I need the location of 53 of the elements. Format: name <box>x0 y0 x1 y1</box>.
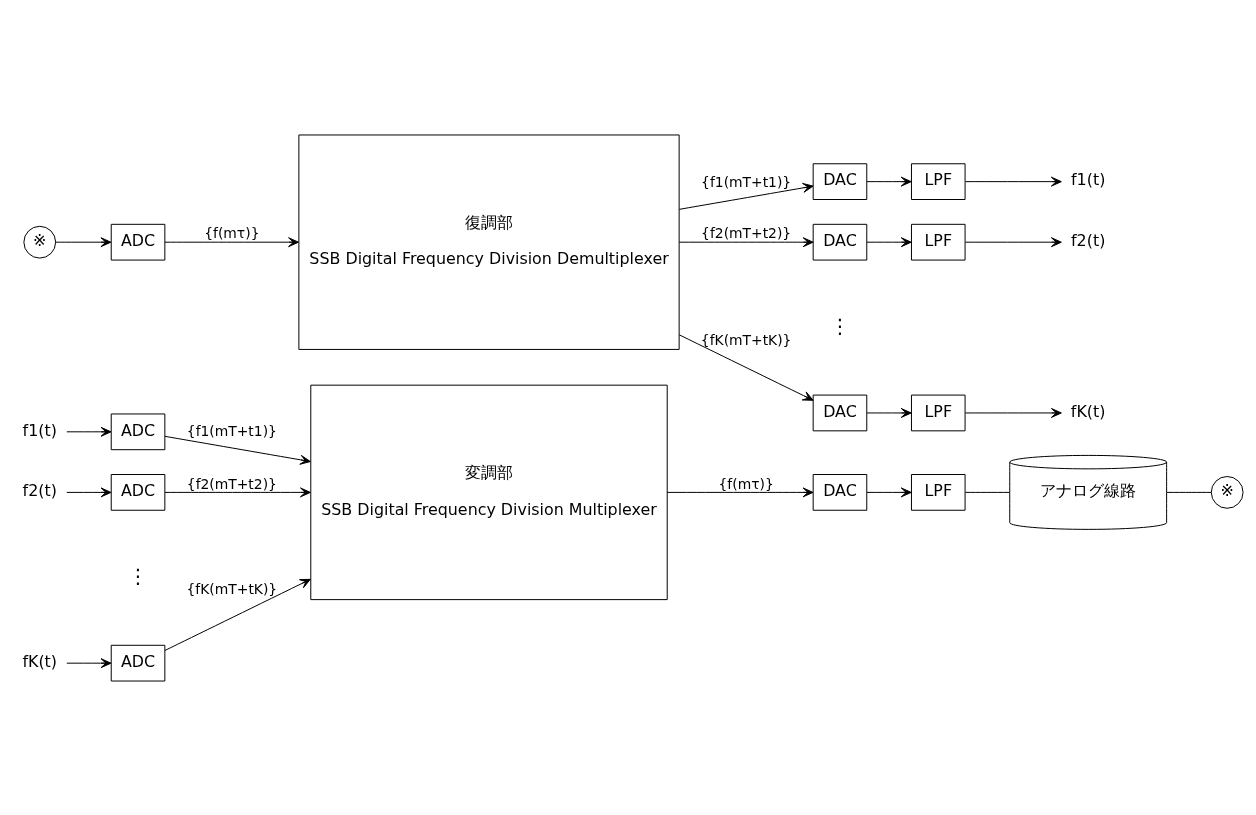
arrow <box>866 407 912 418</box>
edge-label: {f1(mT+t1)} <box>186 422 277 439</box>
arrow <box>866 176 912 187</box>
arrow <box>678 236 814 247</box>
arrow <box>164 435 311 465</box>
arrow <box>164 236 299 247</box>
edge-label: {f2(mT+t2)} <box>701 224 792 241</box>
arrow <box>66 426 112 437</box>
arrow <box>66 657 112 668</box>
node-circle: ※ <box>23 225 57 259</box>
node-box: DAC <box>812 223 868 261</box>
arrow <box>164 486 311 497</box>
node-box: LPF <box>910 223 966 261</box>
node-text: f2(t) <box>22 480 57 500</box>
node-box: LPF <box>910 473 966 511</box>
arrow <box>66 486 112 497</box>
node-box: ADC <box>110 473 166 511</box>
arrow <box>678 333 814 401</box>
edge-label: {f(mτ)} <box>718 475 774 492</box>
node-text: f1(t) <box>22 420 57 440</box>
node-box: DAC <box>812 473 868 511</box>
edge-label: {f1(mT+t1)} <box>701 173 792 190</box>
edge-label: {f(mτ)} <box>204 224 260 241</box>
connector <box>964 491 1011 493</box>
arrow <box>866 236 912 247</box>
node-box: DAC <box>812 394 868 431</box>
node-box: DAC <box>812 162 868 200</box>
node-box: ADC <box>110 412 166 450</box>
arrow <box>964 407 1062 418</box>
node-circle: ※ <box>1210 475 1244 509</box>
arrow <box>964 176 1062 187</box>
node-box: 変調部 SSB Digital Frequency Division Multiplexer <box>310 384 668 600</box>
node-text: fK(t) <box>1070 401 1106 421</box>
arrow <box>678 182 814 210</box>
connector <box>1166 491 1212 493</box>
arrow <box>866 486 912 497</box>
node-box: 復調部 SSB Digital Frequency Division Demultiplexer <box>298 133 680 350</box>
label: ⋮ <box>830 314 850 338</box>
label: ⋮ <box>128 564 148 588</box>
node-box: LPF <box>910 162 966 200</box>
node-text: f1(t) <box>1071 169 1106 189</box>
edge-label: {f2(mT+t2)} <box>186 475 277 492</box>
node-box: ADC <box>110 223 166 261</box>
node-box: ADC <box>110 644 166 682</box>
node-text: f2(t) <box>1071 230 1106 250</box>
arrow <box>964 236 1062 247</box>
arrow <box>55 236 112 247</box>
edge-label: {fK(mT+tK)} <box>700 331 792 348</box>
node-text: fK(t) <box>22 651 58 671</box>
node-box: LPF <box>910 394 966 431</box>
edge-label: {fK(mT+tK)} <box>186 580 278 597</box>
arrow <box>666 486 814 497</box>
arrow <box>164 578 311 651</box>
